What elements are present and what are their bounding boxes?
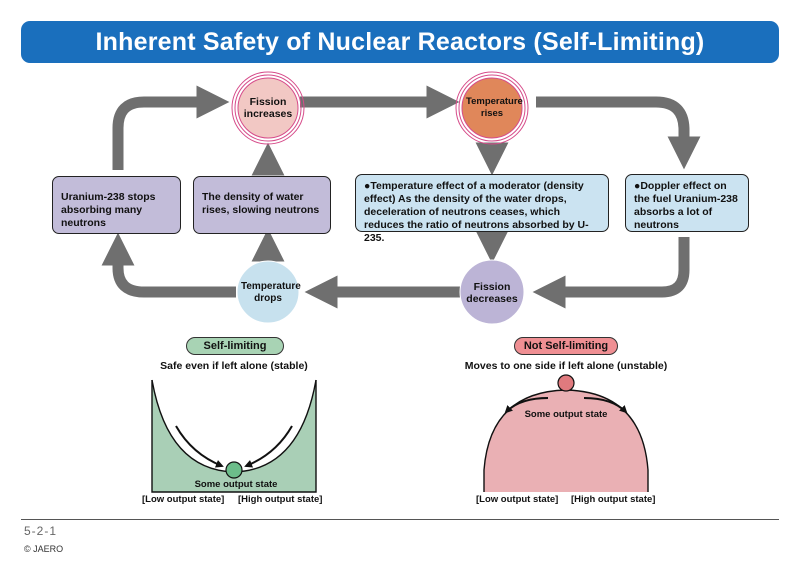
node-temperature-drops (236, 260, 300, 324)
box-water-density: The density of water rises, slowing neut… (193, 176, 331, 234)
box-doppler-effect: ●Doppler effect on the fuel Uranium-238 … (625, 174, 749, 232)
arrow-temperature-drops-to-uranium (101, 232, 236, 298)
footer-divider (21, 519, 779, 520)
arrow-doppler-to-fission-decreases (532, 237, 690, 309)
unstable-state-label: Some output state (524, 409, 608, 420)
page-number: 5-2-1 (24, 524, 58, 538)
arrow-loop-to-fission-increases (112, 85, 230, 170)
node-fission-increases-label: Fission increases (243, 96, 293, 120)
node-fission-increases (231, 71, 305, 145)
not-self-limiting-pill: Not Self-limiting (514, 337, 618, 355)
copyright: © JAERO (24, 544, 64, 554)
stable-low-output-label: [Low output state] (142, 494, 225, 505)
node-fission-decreases (459, 259, 525, 325)
stable-high-output-label: [High output state] (238, 494, 323, 505)
box-moderator-effect: ●Temperature effect of a moderator (dens… (355, 174, 609, 244)
self-limiting-caption: Safe even if left alone (stable) (160, 360, 308, 372)
node-temperature-rises-label: Temperature rises (466, 96, 523, 119)
node-fission-decreases-label: Fission decreases (466, 281, 518, 305)
node-temperature-rises (455, 71, 529, 145)
title-banner: Inherent Safety of Nuclear Reactors (Sel… (21, 21, 779, 63)
arrow-temperature-to-doppler (536, 96, 701, 170)
stable-state-label: Some output state (194, 479, 278, 490)
node-temperature-drops-label: Temperature drops (241, 281, 301, 304)
box-uranium-stops: Uranium-238 stops absorbing many neutron… (52, 176, 181, 234)
unstable-low-output-label: [Low output state] (476, 494, 559, 505)
self-limiting-pill: Self-limiting (186, 337, 284, 355)
unstable-hill-graphic (483, 374, 649, 492)
not-self-limiting-caption: Moves to one side if left alone (unstabl… (464, 360, 668, 372)
unstable-high-output-label: [High output state] (571, 494, 656, 505)
stable-valley-graphic (151, 379, 317, 493)
